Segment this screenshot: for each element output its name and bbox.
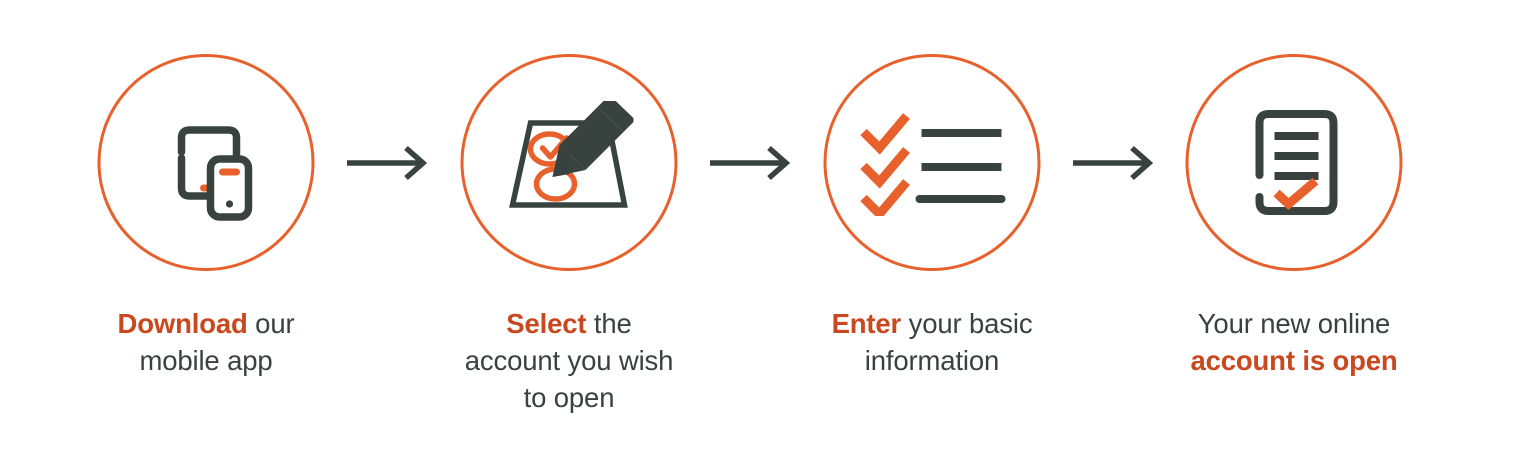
step-2: Select the account you wish to open [404, 0, 734, 466]
caption-rest: account you wish [464, 345, 674, 376]
caption-line: information [767, 342, 1097, 379]
tablet-phone-icon [148, 105, 264, 221]
step-2-caption: Select the account you wish to open [404, 305, 734, 416]
step-3: Enter your basic information [767, 0, 1097, 466]
caption-line: to open [404, 379, 734, 416]
caption-line: Your new online [1129, 305, 1459, 342]
caption-rest: information [864, 345, 1000, 376]
caption-rest: to open [523, 382, 615, 413]
step-2-circle [460, 54, 678, 271]
caption-highlight: account is open [1190, 345, 1398, 376]
caption-line: Enter your basic [767, 305, 1097, 342]
signed-document-icon [1241, 105, 1347, 221]
caption-highlight: Download [117, 308, 248, 339]
caption-line: account is open [1129, 342, 1459, 379]
step-3-circle [823, 54, 1041, 271]
caption-line: account you wish [404, 342, 734, 379]
step-4-caption: Your new online account is open [1129, 305, 1459, 379]
arrow-right-icon-2 [708, 143, 794, 183]
form-pencil-icon [505, 100, 633, 225]
caption-rest: Your new online [1197, 308, 1391, 339]
caption-rest: the [586, 308, 632, 339]
step-1: Download our mobile app [41, 0, 371, 466]
arrow-right-icon-3 [1071, 143, 1157, 183]
caption-rest: your basic [901, 308, 1033, 339]
caption-line: Select the [404, 305, 734, 342]
caption-rest: our [247, 308, 295, 339]
checklist-icon [857, 110, 1007, 216]
caption-line: mobile app [41, 342, 371, 379]
arrow-right-icon-1 [345, 143, 431, 183]
step-4-circle [1185, 54, 1403, 271]
step-4: Your new online account is open [1129, 0, 1459, 466]
caption-highlight: Select [506, 308, 587, 339]
step-1-caption: Download our mobile app [41, 305, 371, 379]
step-3-caption: Enter your basic information [767, 305, 1097, 379]
caption-highlight: Enter [831, 308, 902, 339]
caption-rest: mobile app [139, 345, 273, 376]
caption-line: Download our [41, 305, 371, 342]
step-1-circle [97, 54, 315, 271]
